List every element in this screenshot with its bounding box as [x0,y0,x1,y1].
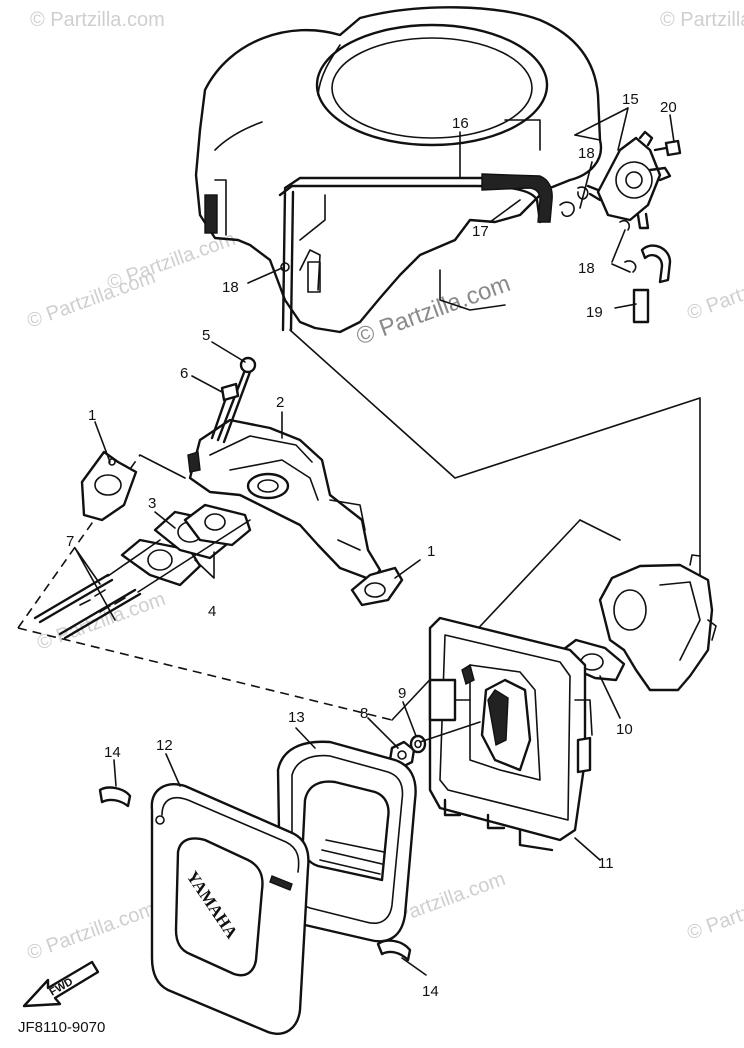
watermark: © Partzilla.com [684,258,744,325]
callout-15: 15 [622,91,639,108]
callout-1: 1 [88,407,96,424]
part-callouts: 16 17 18 18 18 19 15 20 5 6 2 1 3 7 4 1 … [66,91,677,1000]
callout-8: 8 [360,705,368,722]
washer-axis [419,721,481,743]
engine-shroud [194,6,603,334]
fuel-hose [632,244,672,324]
air-filter-element [276,740,417,943]
left-gasket [80,450,138,522]
watermark: © Partzilla.com [34,588,168,655]
fuel-pump [574,130,672,230]
case-washer [409,734,427,754]
callout-3: 3 [148,495,156,512]
air-cleaner-case [428,616,593,852]
callout-10: 10 [616,721,633,738]
watermark: © Partzilla.com [353,270,514,351]
air-cleaner-cover: YAMAHA [150,783,310,1035]
intake-plate-panel [17,454,621,721]
callout-14: 14 [422,983,439,1000]
callout-11: 11 [598,855,614,872]
watermark: © Partzilla.com [30,9,165,31]
intake-bracket [187,418,382,582]
intake-stud-line [107,519,251,593]
callout-2: 2 [276,394,284,411]
callout-13: 13 [288,709,305,726]
cover-clip-lower [376,939,412,962]
fuel-line-clips [280,186,637,273]
callout-19: 19 [586,304,603,321]
cover-clip-upper [98,786,132,808]
callout-7: 7 [66,533,74,550]
callout-1: 1 [427,543,435,560]
callout-18: 18 [222,279,239,296]
spacer-gaskets [120,503,252,587]
pump-bolt [653,139,682,157]
fuel-line-protector [481,173,553,223]
callout-12: 12 [156,737,173,754]
watermark: © Partzilla.com [660,9,744,31]
watermark: © Partzilla.com [24,898,158,965]
callout-9: 9 [398,685,406,702]
diagram-code: JF8110-9070 [18,1019,105,1036]
assembly-line [289,329,701,616]
carburetor [598,554,717,692]
watermark: © Partzilla.com [684,878,744,945]
callout-14: 14 [104,744,121,761]
forward-arrow-icon: FWD [22,960,100,1008]
right-gasket [350,566,404,607]
callout-6: 6 [180,365,188,382]
callout-17: 17 [472,223,489,240]
callout-18: 18 [578,260,595,277]
leader-lines [74,107,675,976]
callout-18: 18 [578,145,595,162]
callout-4: 4 [208,603,216,620]
callout-16: 16 [452,115,469,132]
callout-20: 20 [660,99,677,116]
callout-5: 5 [202,327,210,344]
